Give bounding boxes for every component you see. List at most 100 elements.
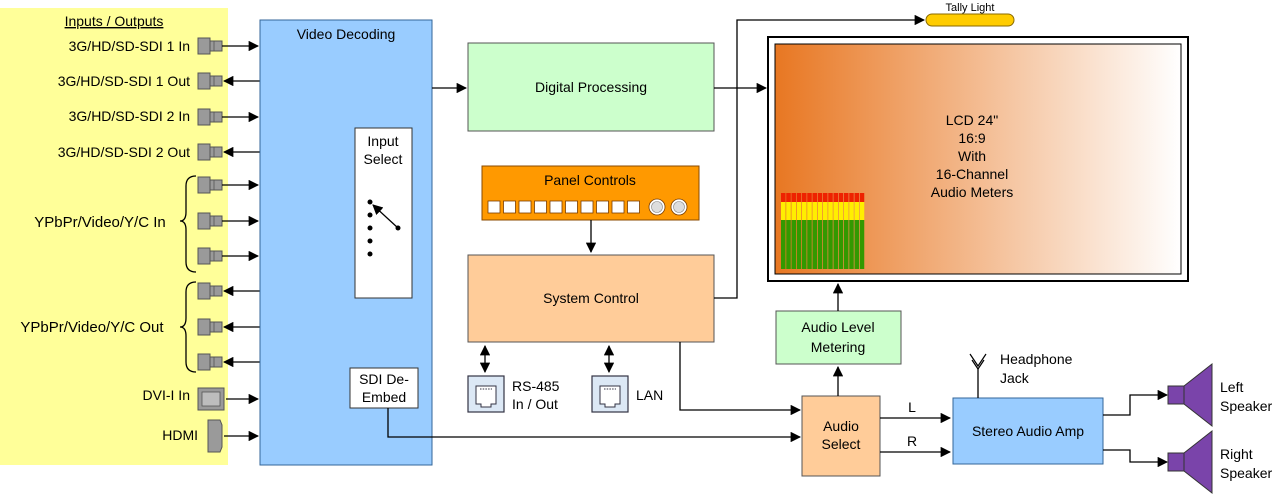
right-speaker-label-2: Speaker (1220, 465, 1272, 481)
connector-group (197, 37, 260, 371)
audio-select-line-1: Audio (823, 418, 859, 434)
panel-controls-block: Panel Controls (481, 165, 700, 221)
analog-out-label: YPbPr/Video/Y/C Out (20, 319, 164, 336)
dvi-label: DVI-I In (143, 387, 190, 403)
sdi-connector-icon (197, 143, 223, 161)
meter-bar (807, 193, 812, 269)
meter-bar (817, 193, 823, 269)
sdi-connector-icon (197, 108, 223, 126)
meter-bar (833, 193, 838, 269)
panel-knob-icon (648, 198, 666, 216)
audio-select-line-2: Select (822, 436, 861, 452)
meter-bar (849, 193, 854, 269)
analog-out-brace (179, 281, 197, 373)
tally-label: Tally Light (946, 2, 995, 14)
right-channel-label: R (907, 433, 917, 449)
metering-line-2: Metering (811, 339, 865, 355)
panel-button-icon (534, 200, 547, 214)
input-select-line-2: Select (364, 151, 403, 167)
rs485-label-2: In / Out (512, 396, 558, 412)
left-speaker-label-1: Left (1220, 379, 1243, 395)
analog-out-connector-icon (197, 318, 223, 336)
lcd-line-4: 16-Channel (936, 166, 1008, 182)
analog-in-brace (179, 175, 197, 273)
audio-level-metering-block: Audio Level Metering (775, 310, 902, 365)
stereo-audio-amp-block: Stereo Audio Amp (952, 397, 1104, 465)
hdmi-label: HDMI (162, 427, 198, 443)
panel-button-icon (596, 200, 609, 214)
headphone-label-1: Headphone (1000, 351, 1073, 367)
panel-button-icon (611, 200, 625, 214)
panel-button-icon (518, 200, 532, 214)
sdi-connector-icon (197, 72, 223, 90)
digital-processing-block: Digital Processing (467, 42, 715, 132)
sdi-port-2-in: 3G/HD/SD-SDI 2 In (69, 108, 190, 124)
metering-line-1: Audio Level (801, 319, 874, 335)
sdi-deembed-block: SDI De- Embed (349, 367, 419, 409)
lan-label: LAN (636, 387, 663, 403)
deembed-to-audio-select-wire (387, 408, 802, 443)
panel-button-icon (549, 200, 563, 214)
meter-bar (828, 193, 833, 269)
analog-in-connector-icon (197, 247, 223, 265)
amp-to-left-speaker-wire (1103, 389, 1169, 416)
sdi-port-label: 3G/HD/SD-SDI 2 In (69, 108, 190, 124)
lan-port-icon (591, 375, 629, 413)
system-to-audio-select-wire (679, 342, 802, 416)
panel-controls-title: Panel Controls (544, 172, 636, 188)
video-decoding-title: Video Decoding (297, 26, 396, 42)
meter-bar (786, 193, 791, 269)
switch-icon (367, 199, 401, 257)
analog-in-connector-icon (197, 212, 223, 230)
dvi-connector-icon (197, 387, 225, 411)
rs485-port-icon (467, 375, 505, 413)
panel-knob-icon (670, 198, 688, 216)
sdi-deembed-line-1: SDI De- (359, 371, 409, 387)
tally-light: Tally Light (925, 2, 1015, 27)
panel-button-icon (565, 200, 578, 214)
analog-out-connector-icon (197, 282, 223, 300)
audio-select-block: Audio Select (801, 395, 881, 477)
headphone-label-2: Jack (1000, 370, 1030, 386)
panel-button-icon (580, 200, 594, 214)
digital-processing-title: Digital Processing (535, 79, 647, 95)
meter-bar (791, 193, 796, 269)
system-control-title: System Control (543, 290, 639, 306)
stereo-amp-title: Stereo Audio Amp (972, 423, 1084, 439)
meter-bar (812, 193, 817, 269)
hdmi-connector-icon (207, 419, 223, 453)
headphone-jack-icon (969, 353, 987, 398)
meter-bar (802, 193, 807, 269)
meter-bar (844, 193, 849, 269)
lcd-line-2: 16:9 (958, 130, 985, 146)
input-select-switch: Input Select (354, 127, 413, 299)
sdi-port-1-out: 3G/HD/SD-SDI 1 Out (58, 73, 190, 89)
meter-bar (781, 193, 786, 269)
io-panel-header: Inputs / Outputs (65, 13, 164, 29)
panel-button-icon (627, 200, 640, 214)
left-speaker-label-2: Speaker (1220, 398, 1272, 414)
meter-bar (823, 193, 828, 269)
lcd-line-1: LCD 24" (946, 112, 998, 128)
left-speaker-icon (1167, 362, 1213, 428)
meter-bar (859, 193, 865, 269)
sdi-port-2-out: 3G/HD/SD-SDI 2 Out (58, 144, 190, 160)
sdi-port-label: 3G/HD/SD-SDI 1 In (69, 38, 190, 54)
lcd-line-5: Audio Meters (931, 184, 1013, 200)
panel-buttons (487, 198, 688, 216)
io-panel: Inputs / Outputs 3G/HD/SD-SDI 1 In 3G/HD… (0, 8, 228, 465)
system-to-tally-wire (714, 14, 926, 299)
analog-out-connector-icon (197, 353, 223, 371)
sdi-deembed-line-2: Embed (362, 389, 406, 405)
meter-bar (838, 193, 844, 269)
right-speaker-icon (1167, 429, 1213, 495)
panel-button-icon (503, 200, 516, 214)
lcd-display: LCD 24" 16:9 With 16-Channel Audio Meter… (767, 36, 1189, 282)
sdi-port-1-in: 3G/HD/SD-SDI 1 In (69, 38, 190, 54)
panel-button-icon (487, 200, 501, 214)
sdi-port-label: 3G/HD/SD-SDI 2 Out (58, 144, 190, 160)
sdi-port-label: 3G/HD/SD-SDI 1 Out (58, 73, 190, 89)
lcd-line-3: With (958, 148, 986, 164)
system-control-block: System Control (467, 254, 715, 343)
